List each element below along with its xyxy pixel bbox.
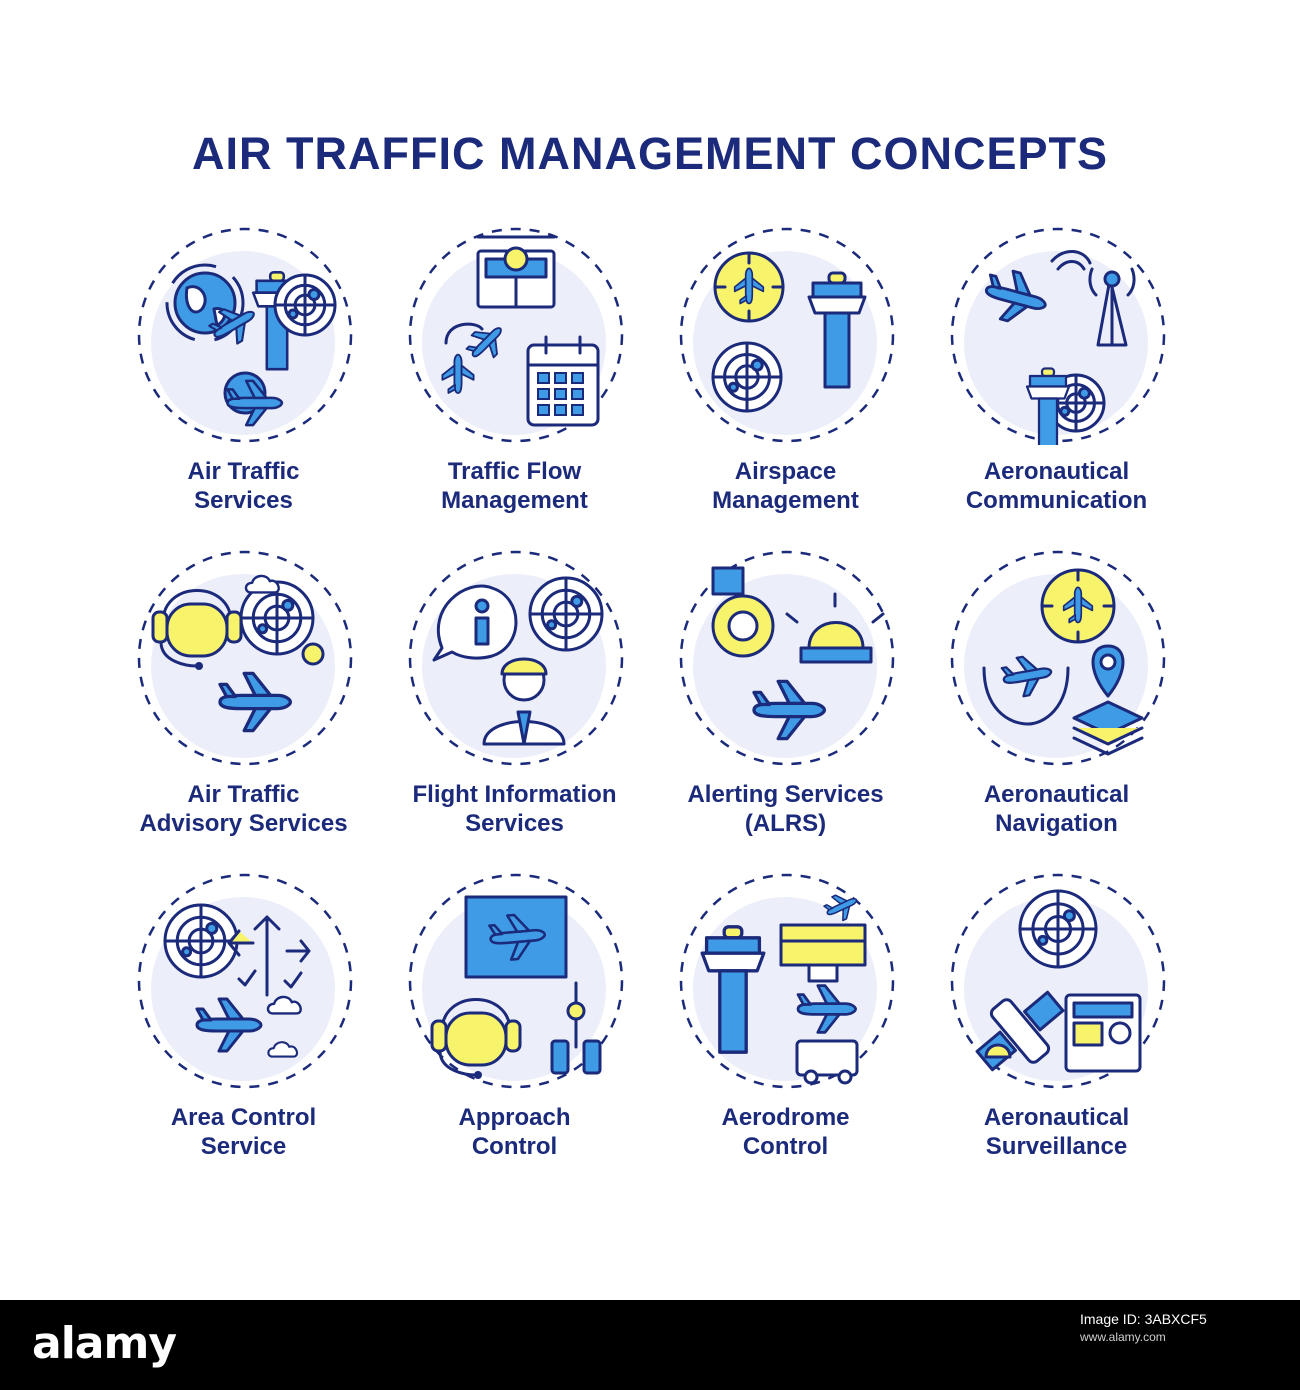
concept-label: Area Control Service: [170, 1104, 317, 1160]
concept-label: Air Traffic Advisory Services: [139, 781, 348, 837]
concept-icon-svg: [950, 873, 1166, 1089]
concept-icon-svg: [408, 227, 624, 443]
concept-icon-svg: [679, 550, 895, 766]
air-traffic-services-icon: [135, 225, 355, 445]
concept-card: Aerodrome Control: [650, 871, 921, 1194]
alamy-logo: alamy: [32, 1318, 177, 1369]
image-id-text: Image ID: 3ABXCF5: [1080, 1311, 1207, 1327]
concept-icon-svg: [408, 873, 624, 1089]
concept-card: Air Traffic Services: [108, 225, 379, 548]
airspace-management-icon: [677, 225, 897, 445]
concept-label: Alerting Services (ALRS): [687, 781, 884, 837]
concept-icon-svg: [950, 550, 1166, 766]
concept-card: Air Traffic Advisory Services: [108, 548, 379, 871]
concept-card: Traffic Flow Management: [379, 225, 650, 548]
concept-label: Aeronautical Communication: [965, 458, 1148, 514]
concept-label: Aeronautical Surveillance: [983, 1104, 1130, 1160]
concept-label: Aeronautical Navigation: [983, 781, 1130, 837]
concept-icon-svg: [679, 873, 895, 1089]
concept-grid: Air Traffic Services Traffic Flow Manage…: [108, 225, 1192, 1185]
concept-label: Flight Information Services: [412, 781, 617, 837]
concept-icon-svg: [137, 227, 353, 443]
concept-label: Air Traffic Services: [187, 458, 300, 514]
concept-card: Airspace Management: [650, 225, 921, 548]
concept-icon-svg: [137, 873, 353, 1089]
alerting-services-icon: [677, 548, 897, 768]
concept-card: Approach Control: [379, 871, 650, 1194]
concept-icon-svg: [679, 227, 895, 443]
concept-label: Approach Control: [458, 1104, 571, 1160]
area-control-service-icon: [135, 871, 355, 1091]
concept-card: Area Control Service: [108, 871, 379, 1194]
concept-card: Flight Information Services: [379, 548, 650, 871]
image-credit: Image ID: 3ABXCF5 www.alamy.com: [1080, 1310, 1270, 1346]
aerodrome-control-icon: [677, 871, 897, 1091]
concept-icon-svg: [137, 550, 353, 766]
concept-card: Alerting Services (ALRS): [650, 548, 921, 871]
aeronautical-navigation-icon: [948, 548, 1168, 768]
concept-card: Aeronautical Communication: [921, 225, 1192, 548]
approach-control-icon: [406, 871, 626, 1091]
site-url: www.alamy.com: [1080, 1330, 1166, 1344]
concept-icon-svg: [408, 550, 624, 766]
footer-bar: alamy Image ID: 3ABXCF5 www.alamy.com: [0, 1300, 1300, 1390]
traffic-flow-management-icon: [406, 225, 626, 445]
concept-label: Aerodrome Control: [721, 1104, 850, 1160]
aeronautical-surveillance-icon: [948, 871, 1168, 1091]
page-title: AIR TRAFFIC MANAGEMENT CONCEPTS: [192, 128, 1108, 179]
flight-information-icon: [406, 548, 626, 768]
concept-label: Airspace Management: [712, 458, 859, 514]
air-traffic-advisory-icon: [135, 548, 355, 768]
concept-icon-svg: [950, 227, 1166, 445]
concept-card: Aeronautical Surveillance: [921, 871, 1192, 1194]
concept-label: Traffic Flow Management: [441, 458, 588, 514]
aeronautical-communication-icon: [948, 225, 1168, 445]
concept-card: Aeronautical Navigation: [921, 548, 1192, 871]
